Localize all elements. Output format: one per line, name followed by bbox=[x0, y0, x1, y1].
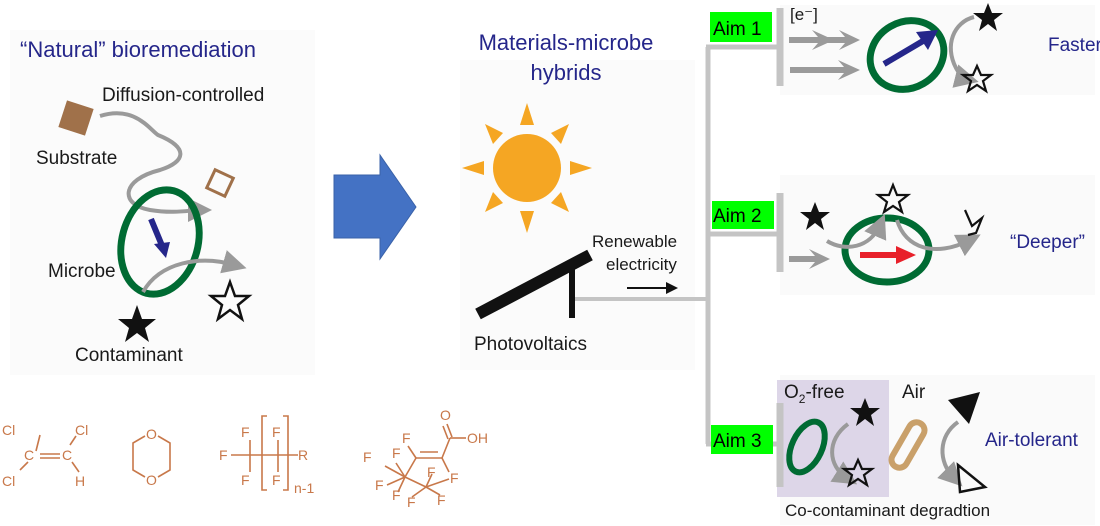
svg-text:Cl: Cl bbox=[2, 473, 15, 489]
aim3-label: Aim 3 bbox=[713, 431, 762, 452]
aim-branch-connector bbox=[705, 8, 784, 487]
photovoltaics-label: Photovoltaics bbox=[474, 334, 587, 355]
contaminant-label: Contaminant bbox=[75, 345, 183, 366]
fluorinated-acid-structure: O OH F F F F F F F F F bbox=[363, 407, 488, 510]
aim2-label: Aim 2 bbox=[713, 206, 762, 227]
electron-label: [e⁻] bbox=[790, 5, 818, 24]
aim2-fragment-icon bbox=[963, 209, 985, 237]
photovoltaic-panel-icon bbox=[475, 249, 593, 320]
aim2-red-arrow-icon bbox=[860, 246, 916, 264]
aim3-aerobic-arc bbox=[937, 420, 963, 487]
aim1-label: Aim 1 bbox=[713, 19, 762, 40]
svg-text:OH: OH bbox=[467, 430, 488, 446]
svg-text:R: R bbox=[298, 447, 308, 463]
svg-text:C: C bbox=[24, 447, 34, 463]
renewable-label-line2: electricity bbox=[606, 255, 677, 274]
transition-arrow-icon bbox=[333, 153, 417, 261]
aim3-aerobic-microbe-icon bbox=[888, 419, 928, 471]
svg-text:F: F bbox=[392, 445, 401, 461]
aim2-contaminant-star-icon bbox=[800, 202, 830, 230]
microbe-icon bbox=[117, 186, 203, 298]
air-label: Air bbox=[902, 382, 926, 403]
aim1-product-star-icon bbox=[959, 63, 995, 94]
hybrids-title-line2: hybrids bbox=[531, 60, 602, 85]
left-panel-bg bbox=[10, 30, 315, 375]
degradation-arc-arrow bbox=[141, 250, 247, 294]
svg-text:F: F bbox=[392, 487, 401, 503]
svg-text:O: O bbox=[146, 426, 157, 442]
aim2-intermediate-star-icon bbox=[874, 182, 912, 215]
aim1-panel-bg bbox=[780, 5, 1095, 95]
contaminant-star-icon bbox=[118, 305, 156, 342]
aim2-second-step-arc bbox=[895, 219, 981, 257]
svg-text:n-1: n-1 bbox=[294, 480, 314, 496]
aim3-contaminant-star-icon bbox=[850, 398, 880, 426]
svg-text:Cl: Cl bbox=[75, 422, 88, 438]
o2-free-label: O2-free bbox=[784, 382, 845, 406]
aim3-badge bbox=[711, 425, 773, 454]
aim2-outcome-label: “Deeper” bbox=[1010, 232, 1085, 253]
svg-text:O: O bbox=[440, 407, 451, 423]
svg-text:F: F bbox=[437, 492, 446, 508]
aim3-anaerobic-microbe-icon bbox=[786, 418, 828, 476]
aim1-accelerated-arrow-icon bbox=[882, 30, 938, 67]
svg-text:F: F bbox=[272, 424, 281, 440]
aim2-panel-bg bbox=[780, 175, 1095, 295]
product-outline-square-icon bbox=[204, 167, 236, 199]
degraded-contaminant-star-icon bbox=[207, 278, 253, 323]
hybrids-title-line1: Materials-microbe bbox=[479, 30, 654, 55]
svg-text:C: C bbox=[62, 447, 72, 463]
svg-text:F: F bbox=[450, 470, 459, 486]
substrate-label: Substrate bbox=[36, 148, 117, 169]
substrate-icon bbox=[58, 100, 94, 136]
electron-input-arrows bbox=[789, 30, 860, 80]
svg-text:F: F bbox=[219, 447, 228, 463]
svg-text:F: F bbox=[402, 430, 411, 446]
left-panel-title: “Natural” bioremediation bbox=[20, 37, 256, 62]
aim1-contaminant-star-icon bbox=[973, 3, 1003, 31]
svg-text:F: F bbox=[375, 477, 384, 493]
svg-text:Cl: Cl bbox=[2, 422, 15, 438]
renewable-label-line1: Renewable bbox=[592, 232, 677, 251]
svg-text:F: F bbox=[363, 449, 372, 465]
aim3-outcome-label: Air-tolerant bbox=[985, 430, 1079, 451]
sun-icon bbox=[462, 103, 592, 233]
svg-text:F: F bbox=[241, 424, 250, 440]
diffusion-label: Diffusion-controlled bbox=[102, 85, 264, 106]
tce-structure: Cl Cl C C Cl H bbox=[2, 422, 88, 489]
center-panel-bg bbox=[460, 60, 695, 370]
aim1-degradation-arc bbox=[948, 15, 979, 88]
svg-text:F: F bbox=[427, 464, 436, 480]
aim1-microbe-icon bbox=[866, 17, 948, 93]
svg-text:F: F bbox=[407, 494, 416, 510]
svg-text:H: H bbox=[75, 473, 85, 489]
svg-text:F: F bbox=[241, 472, 250, 488]
aim3-co-contaminant-triangle-icon bbox=[948, 392, 980, 424]
aim3-product-triangle-icon bbox=[956, 462, 988, 494]
dioxane-structure: O O bbox=[132, 426, 171, 488]
aim2-badge bbox=[712, 201, 774, 229]
aim2-electron-input-arrow bbox=[789, 249, 830, 269]
diffusion-path-arrow bbox=[99, 111, 212, 223]
aim1-outcome-label: Faster bbox=[1048, 35, 1100, 56]
blue-electron-arrow-icon bbox=[148, 217, 170, 258]
co-contaminant-caption: Co-contaminant degradtion bbox=[785, 501, 990, 520]
aim3-product-star-icon bbox=[840, 457, 876, 488]
aim2-first-step-arc bbox=[825, 213, 887, 249]
microbe-label: Microbe bbox=[48, 261, 116, 282]
aim3-anaerobic-arc bbox=[830, 422, 858, 485]
svg-text:O: O bbox=[146, 472, 157, 488]
svg-text:F: F bbox=[272, 472, 281, 488]
aim1-badge bbox=[710, 12, 772, 42]
pfas-structure: F F F F F R n-1 bbox=[219, 415, 314, 496]
